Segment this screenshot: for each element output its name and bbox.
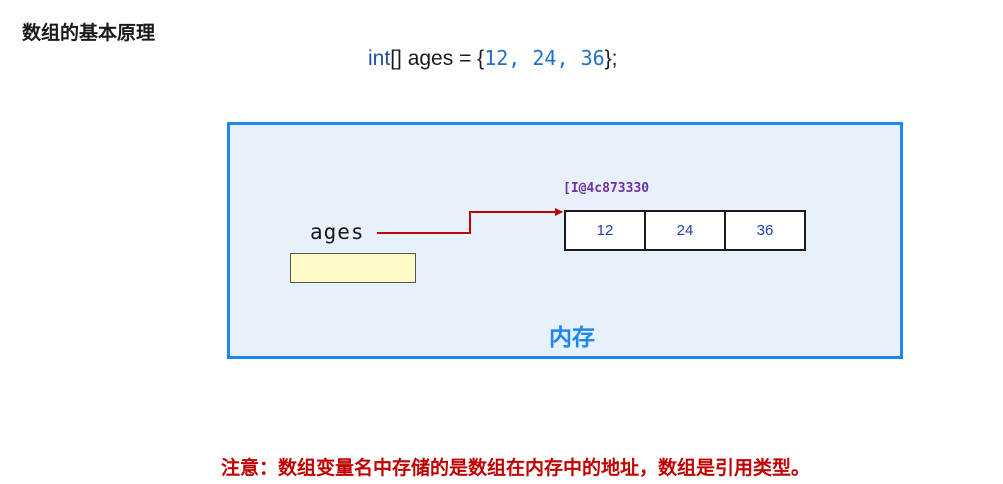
array-block: 12 24 36 [564, 210, 806, 251]
code-value-2: 24 [532, 46, 557, 70]
code-line: int[] ages = {12, 24, 36}; [368, 46, 618, 71]
code-separator-2: , [556, 46, 581, 70]
page-title: 数组的基本原理 [22, 22, 156, 44]
array-cell-0: 12 [596, 222, 614, 239]
array-cell-1: 24 [644, 212, 724, 249]
variable-name-label: ages [310, 220, 365, 244]
code-value-3: 36 [580, 46, 605, 70]
array-cell-2: 36 [724, 212, 804, 249]
memory-label: 内存 [549, 325, 595, 351]
reference-arrow-line [377, 208, 563, 234]
note-text: 注意：数组变量名中存储的是数组在内存中的地址，数组是引用类型。 [221, 457, 811, 479]
code-value-1: 12 [484, 46, 509, 70]
code-closing: }; [604, 47, 618, 70]
code-declaration: [] ages = { [390, 47, 485, 70]
code-type-keyword: int [368, 47, 391, 70]
code-separator-1: , [508, 46, 533, 70]
array-address-label: [I@4c873330 [563, 181, 650, 196]
variable-storage-cell [290, 253, 416, 283]
